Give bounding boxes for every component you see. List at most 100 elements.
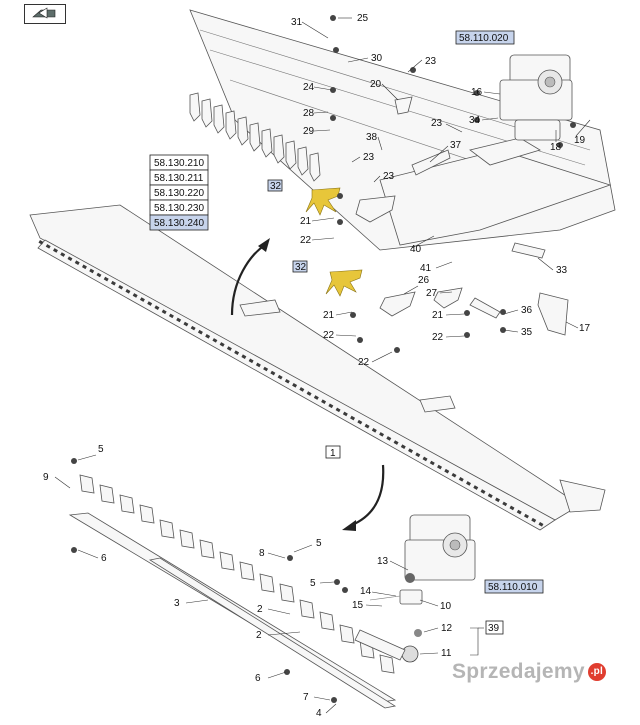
leader-n36 <box>503 309 519 315</box>
part-label-n22[interactable]: 22 <box>323 330 335 341</box>
part-label-n21[interactable]: 21 <box>300 216 312 227</box>
drive-head <box>354 573 423 663</box>
part-label-n22[interactable]: 22 <box>358 357 370 368</box>
part-label-n24[interactable]: 24 <box>303 82 315 93</box>
part-label-n38[interactable]: 38 <box>366 132 378 143</box>
part-label-n5[interactable]: 5 <box>316 538 322 549</box>
part-label-n23[interactable]: 23 <box>363 152 375 163</box>
part-label-n21[interactable]: 21 <box>432 310 444 321</box>
leader-n27 <box>439 291 453 294</box>
leader-n23 <box>445 123 463 133</box>
leader-n14 <box>371 591 397 597</box>
gearbox-ref-bottom[interactable]: 58.110.010 <box>484 579 544 594</box>
part-label-n22[interactable]: 22 <box>432 332 444 343</box>
part-label-n14[interactable]: 14 <box>360 586 372 597</box>
leader-n6 <box>267 671 287 679</box>
callout-part-32a[interactable]: 32 <box>267 179 283 192</box>
svg-text:58.130.230: 58.130.230 <box>154 203 204 214</box>
part-label-n22[interactable]: 22 <box>300 235 312 246</box>
part-label-n5[interactable]: 5 <box>98 444 104 455</box>
part-label-n23[interactable]: 23 <box>425 56 437 67</box>
part-label-n17[interactable]: 17 <box>579 323 591 334</box>
leader-n35 <box>503 329 519 333</box>
leader-n22 <box>445 335 465 338</box>
section-ref-0[interactable]: 58.130.210 <box>149 154 209 171</box>
part-label-n36[interactable]: 36 <box>521 305 533 316</box>
svg-text:1: 1 <box>330 448 336 459</box>
leader-n6 <box>77 549 99 559</box>
part-label-n12[interactable]: 12 <box>441 623 453 634</box>
leader-n17 <box>565 321 579 329</box>
part-label-n23[interactable]: 23 <box>383 171 395 182</box>
leader-n28 <box>313 111 329 114</box>
part-label-n19[interactable]: 19 <box>574 135 586 146</box>
part-label-n25[interactable]: 25 <box>357 13 369 24</box>
leader-n15 <box>365 604 383 607</box>
part-label-n13[interactable]: 13 <box>377 556 389 567</box>
part-label-n7[interactable]: 7 <box>303 692 309 703</box>
section-ref-3[interactable]: 58.130.230 <box>149 199 209 216</box>
leader-n30 <box>347 57 369 63</box>
callout-part-32b[interactable]: 32 <box>292 260 308 273</box>
part-label-n9[interactable]: 9 <box>43 472 49 483</box>
part-label-n35[interactable]: 35 <box>521 327 533 338</box>
arrow-lower <box>342 464 385 531</box>
leader-n4 <box>325 703 337 714</box>
leader-n41 <box>435 261 453 269</box>
part-label-n40[interactable]: 40 <box>410 244 422 255</box>
part-label-n41[interactable]: 41 <box>420 263 432 274</box>
part-label-n6[interactable]: 6 <box>255 673 261 684</box>
leader-n40 <box>411 235 435 249</box>
part-label-n8[interactable]: 8 <box>259 548 265 559</box>
gearbox-upper <box>499 54 573 141</box>
leader-n21 <box>335 311 353 316</box>
section-ref-4[interactable]: 58.130.240 <box>149 214 209 231</box>
part-label-n34[interactable]: 34 <box>469 115 481 126</box>
part-label-n21[interactable]: 21 <box>323 310 335 321</box>
part-label-n4[interactable]: 4 <box>316 708 322 719</box>
part-label-n29[interactable]: 29 <box>303 126 315 137</box>
part-label-n30[interactable]: 30 <box>371 53 383 64</box>
gearbox-ref-top[interactable]: 58.110.020 <box>455 30 515 45</box>
part-label-n31[interactable]: 31 <box>291 17 303 28</box>
part-label-n2[interactable]: 2 <box>256 630 262 641</box>
part-label-n11[interactable]: 11 <box>441 648 452 659</box>
callout-group-39[interactable]: 39 <box>485 620 504 635</box>
part-label-n26[interactable]: 26 <box>418 275 430 286</box>
leader-n9 <box>54 476 71 489</box>
part-label-n33[interactable]: 33 <box>556 265 568 276</box>
svg-text:58.110.020: 58.110.020 <box>459 33 509 44</box>
part-label-n23[interactable]: 23 <box>431 118 443 129</box>
leader-n31 <box>301 21 329 39</box>
svg-text:32: 32 <box>270 181 282 192</box>
part-label-n18[interactable]: 18 <box>550 142 562 153</box>
part-label-n2[interactable]: 2 <box>257 604 263 615</box>
part-label-n3[interactable]: 3 <box>174 598 180 609</box>
part-label-n37[interactable]: 37 <box>450 140 462 151</box>
callout-group-1[interactable]: 1 <box>325 445 341 459</box>
section-ref-2[interactable]: 58.130.220 <box>149 184 209 201</box>
leader-n3 <box>185 599 209 604</box>
part-label-n15[interactable]: 15 <box>352 600 364 611</box>
leader-n21 <box>311 217 335 222</box>
watermark-text: Sprzedajemy <box>452 660 585 683</box>
part-label-n28[interactable]: 28 <box>303 108 315 119</box>
fasteners-lower <box>71 458 348 703</box>
part-label-n16[interactable]: 16 <box>471 87 483 98</box>
watermark-badge: .pl <box>587 663 606 682</box>
part-label-n27[interactable]: 27 <box>426 288 438 299</box>
highlighted-guard-32b <box>325 269 363 297</box>
part-label-n5[interactable]: 5 <box>310 578 316 589</box>
leader-n2 <box>267 608 291 615</box>
gearbox-lower <box>404 514 476 581</box>
leader-n23 <box>351 156 361 163</box>
part-label-n10[interactable]: 10 <box>440 601 452 612</box>
back-navigation-icon[interactable] <box>24 4 66 24</box>
section-ref-1[interactable]: 58.130.211 <box>149 169 209 186</box>
svg-text:58.130.210: 58.130.210 <box>154 158 204 169</box>
part-label-n20[interactable]: 20 <box>370 79 382 90</box>
part-label-n6[interactable]: 6 <box>101 553 107 564</box>
